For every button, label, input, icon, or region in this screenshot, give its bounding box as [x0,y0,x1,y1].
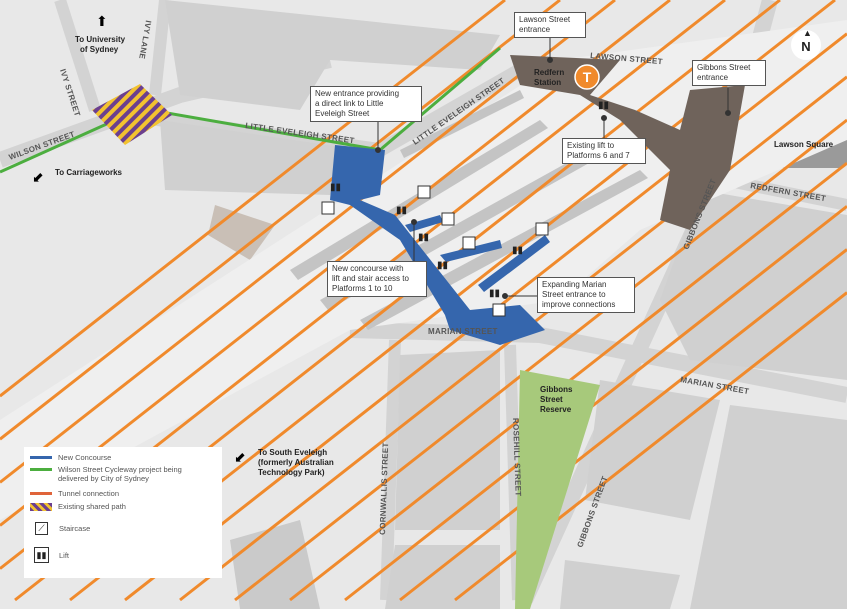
place-label-reserve: Gibbons [540,385,573,394]
staircase-icon [492,303,506,317]
staircase-icon [462,236,476,250]
callout-lawson-entrance: Lawson Street entrance [514,12,586,38]
legend-item-shared-path: Existing shared path [30,502,126,511]
lift-icons: ▮▮ ▮▮ ▮▮ ▮▮ ▮▮ ▮▮ ▮▮ [330,100,609,299]
existing-shared-path [92,84,172,145]
concourse-swatch [30,456,52,459]
lift-icon: ▮▮ [598,100,609,111]
callout-text: New concourse with [332,264,404,273]
cycleway-swatch [30,468,52,471]
callout-text: lift and stair access to [332,274,409,283]
legend-label-line: delivered by City of Sydney [58,474,149,483]
arrow-down-left-icon: ⬋ [234,449,246,465]
north-label: N [801,39,811,54]
direction-south-eveleigh[interactable]: To South Eveleigh [258,448,327,457]
tunnel-line [0,0,616,484]
lift-icon: ▮▮ [512,245,523,256]
callout-new-entrance: New entrance providing a direct link to … [310,86,422,122]
shared-path-swatch [30,502,52,511]
legend-item-staircase: ⟋ Staircase [30,522,90,535]
callout-text: New entrance providing [315,89,400,98]
station-name: Redfern [534,68,564,77]
lift-icon: ▮▮ [34,547,49,563]
callout-existing-lift: Existing lift to Platforms 6 and 7 [562,138,646,164]
callout-text: entrance [697,73,729,82]
tunnel-swatch [30,492,52,495]
tunnel-line [399,248,847,602]
street-label-rosehill: ROSEHILL STREET [511,418,523,497]
callout-gibbons-entrance: Gibbons Street entrance [692,60,766,86]
tunnel-line [234,118,847,602]
callout-text: Gibbons Street [697,63,751,72]
direction-university[interactable]: of Sydney [80,45,119,54]
direction-carriageworks[interactable]: To Carriageworks [55,168,123,177]
arrow-up-icon: ⬆ [96,13,108,29]
street-label-ivy-lane: IVY LANE [137,20,153,60]
tunnel-line [344,205,847,602]
callout-text: Eveleigh Street [315,109,370,118]
direction-university[interactable]: To University [75,35,126,44]
lift-icon: ▮▮ [330,182,341,193]
staircase-icon [441,212,455,226]
gibbons-street-reserve [515,370,600,609]
lift-icon: ▮▮ [396,205,407,216]
callout-text: Platforms 6 and 7 [567,151,630,160]
direction-south-eveleigh[interactable]: (formerly Australian [258,458,334,467]
staircase-icon [417,185,431,199]
callout-new-concourse: New concourse with lift and stair access… [327,261,427,297]
legend-label: Lift [59,550,70,560]
direction-south-eveleigh[interactable]: Technology Park) [258,468,325,477]
place-label-reserve: Reserve [540,405,572,414]
legend-label: Tunnel connection [58,489,120,498]
lift-icon: ▮▮ [489,288,500,299]
train-station-icon-letter: T [583,69,592,85]
north-arrow-icon: ▲N [791,28,821,60]
callout-marian-entrance: Expanding Marian Street entrance to impr… [537,277,635,313]
callout-text: a direct link to Little [315,99,384,108]
callout-leaders [375,38,731,299]
callout-text: Street entrance to [542,290,606,299]
staircase-icons [321,185,549,317]
staircase-icon [321,201,335,215]
legend-label: Existing shared path [58,502,126,511]
place-label-lawson-square: Lawson Square [774,140,834,149]
street-label-marian: MARIAN STREET [428,327,498,336]
legend-label-line: Wilson Street Cycleway project being [58,465,182,474]
station-name: Station [534,78,561,87]
arrow-down-left-icon: ⬋ [32,169,44,185]
tunnel-line [0,0,506,398]
legend-item-new-concourse: New Concourse [30,453,111,462]
staircase-icon [535,222,549,236]
callout-text: Lawson Street [519,15,571,24]
callout-text: Platforms 1 to 10 [332,284,393,293]
legend-label: New Concourse [58,453,112,462]
callout-text: Existing lift to [567,141,615,150]
legend-item-tunnel: Tunnel connection [30,489,119,498]
building-blocks [160,0,847,609]
callout-text: Expanding Marian [542,280,607,289]
staircase-icon: ⟋ [35,522,48,535]
tunnel-line [0,0,561,441]
legend-item-lift: ▮▮ Lift [30,547,69,563]
map-legend: New Concourse Wilson Street Cycleway pro… [24,447,222,578]
legend-label: Staircase [59,524,91,533]
lift-icon: ▮▮ [437,260,448,271]
redfern-station-building [510,55,745,230]
lift-icon: ▮▮ [418,232,429,243]
train-station-icon [574,64,600,90]
place-label-reserve: Street [540,395,563,404]
callout-text: entrance [519,25,551,34]
callout-text: improve connections [542,300,616,309]
street-label-cornwallis: CORNWALLIS STREET [378,442,390,535]
